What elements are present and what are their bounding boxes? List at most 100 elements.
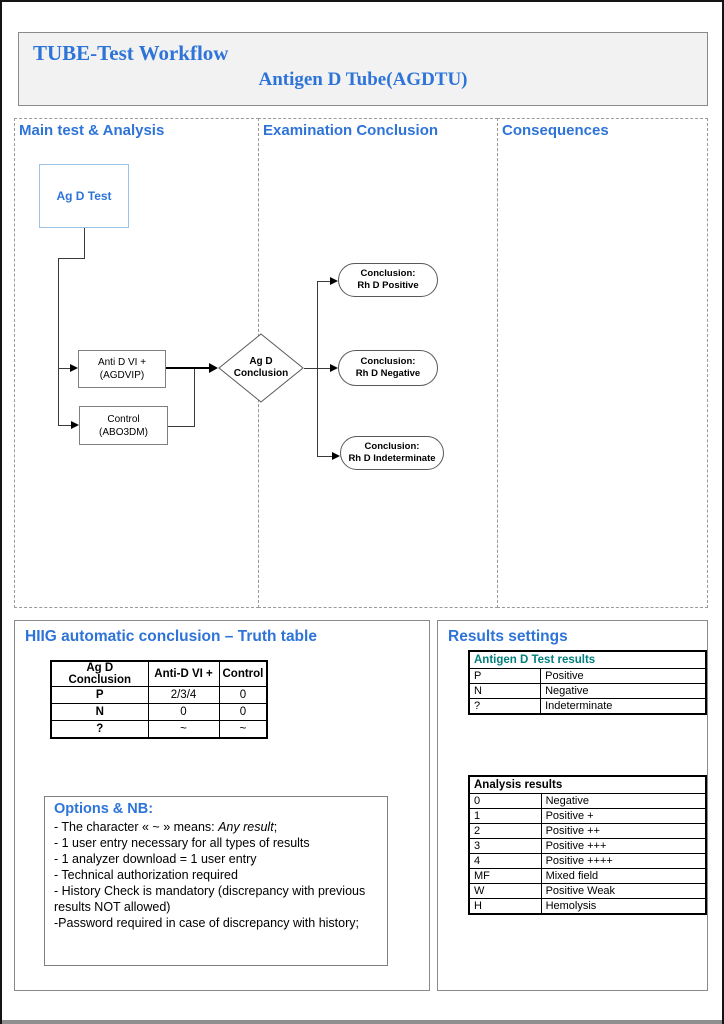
note-line: - 1 user entry necessary for all types o…: [54, 836, 310, 850]
note-line: - Technical authorization required: [54, 868, 238, 882]
table-cell: Positive +: [540, 808, 707, 824]
table-header-cell: Control: [218, 660, 268, 687]
results-settings-section: Results settings Antigen D Test results …: [437, 620, 708, 991]
connector-line: [317, 281, 331, 282]
flow-decision-line1: Ag D: [249, 355, 273, 367]
flow-node-label: Control: [107, 413, 140, 425]
table-header-cell: Ag D Conclusion: [50, 660, 149, 687]
options-note-box: Options & NB: - The character « ~ » mean…: [44, 796, 388, 966]
truth-section-title: HIIG automatic conclusion – Truth table: [25, 628, 317, 645]
options-title: Options & NB:: [54, 801, 154, 817]
flow-node-ag-d-test: Ag D Test: [39, 164, 129, 228]
table-cell: Negative: [540, 683, 707, 699]
note-line: -Password required in case of discrepanc…: [54, 916, 359, 930]
table-cell: Positive ++++: [540, 853, 707, 869]
table-header-cell: Antigen D Test results: [468, 650, 707, 669]
page-subtitle: Antigen D Tube(AGDTU): [258, 69, 468, 90]
bottom-edge-bar: [2, 1020, 722, 1024]
table-cell: W: [468, 883, 542, 899]
truth-table-section: HIIG automatic conclusion – Truth table …: [14, 620, 430, 991]
conclusion-label: Conclusion:: [360, 267, 416, 279]
connector-line: [58, 258, 59, 425]
table-cell: ~: [218, 720, 268, 738]
table-cell: Positive +++: [540, 838, 707, 854]
table-cell: P: [468, 668, 542, 684]
page-title: TUBE-Test Workflow: [33, 41, 229, 65]
conclusion-value: Rh D Positive: [357, 280, 419, 291]
table-row: ?Indeterminate: [468, 698, 707, 714]
flow-node-conclusion-negative: Conclusion: Rh D Negative: [338, 350, 438, 386]
arrowhead-icon: [330, 364, 338, 372]
table-cell: ~: [147, 720, 220, 738]
table-cell: MF: [468, 868, 542, 884]
connector-line: [84, 228, 85, 258]
connector-line: [166, 367, 210, 369]
flow-decision-label: Ag D Conclusion: [218, 333, 304, 403]
column-consequences: Consequences: [497, 118, 708, 608]
connector-line: [317, 368, 331, 369]
table-cell: 2: [468, 823, 542, 839]
column-header-examination: Examination Conclusion: [263, 122, 439, 139]
table-cell: 2/3/4: [147, 686, 220, 704]
connector-line: [194, 369, 195, 426]
table-cell: Mixed field: [540, 868, 707, 884]
table-cell: Indeterminate: [540, 698, 707, 714]
table-cell: 3: [468, 838, 542, 854]
note-line: - The character « ~ » means: Any result;: [54, 819, 378, 835]
table-cell: P: [50, 686, 149, 704]
diamond-shape: [218, 333, 304, 403]
arrowhead-icon: [209, 363, 218, 373]
table-cell: 0: [218, 703, 268, 721]
flow-decision-line2: Conclusion: [233, 368, 289, 379]
column-header-consequences: Consequences: [502, 122, 609, 139]
table-cell: 0: [218, 686, 268, 704]
conclusion-label: Conclusion:: [360, 355, 416, 367]
column-header-main-test: Main test & Analysis: [19, 122, 165, 139]
options-list: - 1 user entry necessary for all types o…: [54, 835, 378, 931]
conclusion-value: Rh D Indeterminate: [348, 453, 436, 464]
table-cell: Positive: [540, 668, 707, 684]
note-line: - 1 analyzer download = 1 user entry: [54, 852, 257, 866]
table-cell: Negative: [540, 793, 707, 809]
table-cell: ?: [50, 720, 149, 738]
connector-line: [58, 425, 71, 426]
table-cell: ?: [468, 698, 542, 714]
arrowhead-icon: [330, 277, 338, 285]
table-cell: 0: [468, 793, 542, 809]
table-header-cell: Analysis results: [468, 775, 707, 794]
flow-node-label: Ag D Test: [56, 189, 112, 203]
connector-line: [317, 456, 332, 457]
connector-line: [168, 426, 195, 427]
table-cell: 4: [468, 853, 542, 869]
flow-node-label: Anti D VI +: [97, 357, 147, 368]
table-header-row: Antigen D Test results: [468, 650, 707, 669]
table-row: ?~~: [50, 720, 268, 738]
table-cell: N: [50, 703, 149, 721]
arrowhead-icon: [71, 421, 79, 429]
note-text: - The character « ~ » means:: [54, 820, 219, 834]
conclusion-value: Rh D Negative: [355, 368, 421, 379]
table-header-cell: Anti-D VI +: [147, 660, 220, 687]
results-section-title: Results settings: [448, 628, 568, 645]
flow-node-sublabel: (ABO3DM): [99, 426, 148, 438]
note-line: - History Check is mandatory (discrepanc…: [54, 884, 366, 914]
table-cell: Positive ++: [540, 823, 707, 839]
arrowhead-icon: [332, 452, 340, 460]
arrowhead-icon: [70, 364, 78, 372]
flow-node-control: Control (ABO3DM): [79, 406, 168, 445]
table-header-row: Analysis results: [468, 775, 707, 794]
title-box: TUBE-Test Workflow Antigen D Tube(AGDTU): [18, 32, 708, 106]
connector-line: [58, 258, 85, 259]
note-italic-text: Any result: [218, 820, 274, 834]
